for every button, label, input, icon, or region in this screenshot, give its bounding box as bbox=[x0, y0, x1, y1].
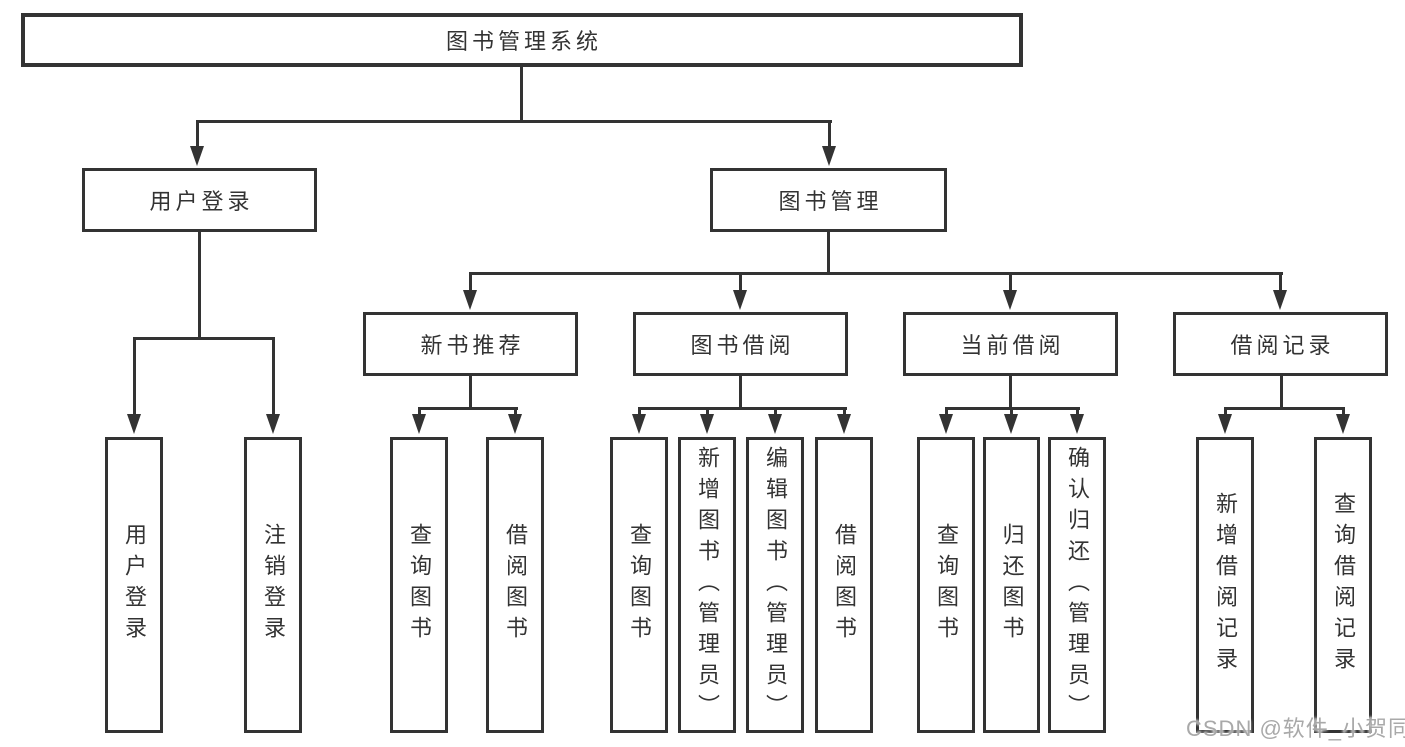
leaf-user-login: 用户登录 bbox=[105, 437, 163, 733]
leaf-confirm-return-admin: 确认归还（管理员） bbox=[1048, 437, 1106, 733]
leaf-add-book-admin-label: 新增图书（管理员） bbox=[695, 445, 720, 725]
node-root-label: 图书管理系统 bbox=[445, 29, 602, 54]
arrowhead-leaf bbox=[837, 414, 851, 434]
node-book-management: 图书管理 bbox=[710, 168, 947, 232]
node-book-borrow-label: 图书借阅 bbox=[690, 333, 795, 358]
connector-root-stub bbox=[520, 67, 523, 120]
connector-to-leaf bbox=[706, 407, 709, 416]
connector-to-leaf bbox=[1076, 407, 1079, 416]
node-new-book-recommend: 新书推荐 bbox=[363, 312, 578, 376]
arrowhead-leaf bbox=[1218, 414, 1232, 434]
leaf-confirm-return-admin-label: 确认归还（管理员） bbox=[1065, 445, 1090, 725]
leaf-user-login-label: 用户登录 bbox=[122, 523, 147, 647]
arrowhead-leaf bbox=[1336, 414, 1350, 434]
connector-user-login-split bbox=[133, 337, 275, 340]
arrowhead-leaf bbox=[939, 414, 953, 434]
leaf-edit-book-admin: 编辑图书（管理员） bbox=[746, 437, 804, 733]
connector-to-leaf-login bbox=[133, 337, 136, 416]
connector-new-books-stub bbox=[469, 376, 472, 409]
leaf-query-books-borrow: 查询图书 bbox=[610, 437, 668, 733]
connector-to-user-login bbox=[196, 120, 199, 148]
connector-to-leaf bbox=[514, 407, 517, 416]
leaf-borrow-books-recommend: 借阅图书 bbox=[486, 437, 544, 733]
connector-borrow-records-stub bbox=[1280, 376, 1283, 409]
node-current-borrow-label: 当前借阅 bbox=[960, 333, 1065, 358]
arrowhead-leaf-logout bbox=[266, 414, 280, 434]
connector-to-leaf bbox=[638, 407, 641, 416]
arrowhead-leaf bbox=[412, 414, 426, 434]
arrowhead-current-borrow bbox=[1003, 290, 1017, 310]
connector-to-leaf bbox=[843, 407, 846, 416]
leaf-query-books-current-label: 查询图书 bbox=[934, 523, 959, 647]
connector-to-leaf bbox=[1342, 407, 1345, 416]
leaf-add-book-admin: 新增图书（管理员） bbox=[678, 437, 736, 733]
connector-to-book-management bbox=[828, 120, 831, 148]
leaf-query-books-current: 查询图书 bbox=[917, 437, 975, 733]
connector-to-borrow-records bbox=[1279, 272, 1282, 292]
connector-book-management-split bbox=[469, 272, 1283, 275]
arrowhead-leaf bbox=[1004, 414, 1018, 434]
leaf-add-borrow-record: 新增借阅记录 bbox=[1196, 437, 1254, 733]
connector-to-current-borrow bbox=[1009, 272, 1012, 292]
connector-book-borrow-stub bbox=[739, 376, 742, 409]
connector-book-borrow-split bbox=[638, 407, 847, 410]
connector-to-leaf-logout bbox=[272, 337, 275, 416]
node-borrow-records: 借阅记录 bbox=[1173, 312, 1388, 376]
arrowhead-leaf-login bbox=[127, 414, 141, 434]
csdn-watermark: CSDN @软件_小贺同学 bbox=[1186, 716, 1405, 741]
connector-to-new-books bbox=[469, 272, 472, 292]
node-user-login: 用户登录 bbox=[82, 168, 317, 232]
node-current-borrow: 当前借阅 bbox=[903, 312, 1118, 376]
node-new-book-recommend-label: 新书推荐 bbox=[420, 333, 525, 358]
connector-book-management-stub bbox=[827, 232, 830, 275]
arrowhead-user-login bbox=[190, 146, 204, 166]
leaf-return-book: 归还图书 bbox=[983, 437, 1040, 733]
leaf-borrow-books-label: 借阅图书 bbox=[832, 523, 857, 647]
arrowhead-leaf bbox=[768, 414, 782, 434]
connector-root-split bbox=[196, 120, 832, 123]
connector-to-book-borrow bbox=[739, 272, 742, 292]
node-user-login-label: 用户登录 bbox=[149, 189, 254, 214]
leaf-return-book-label: 归还图书 bbox=[999, 523, 1025, 647]
leaf-logout: 注销登录 bbox=[244, 437, 302, 733]
leaf-query-books-recommend-label: 查询图书 bbox=[407, 523, 432, 647]
arrowhead-borrow-records bbox=[1273, 290, 1287, 310]
arrowhead-leaf bbox=[700, 414, 714, 434]
leaf-edit-book-admin-label: 编辑图书（管理员） bbox=[763, 445, 788, 725]
connector-to-leaf bbox=[1224, 407, 1227, 416]
leaf-query-books-borrow-label: 查询图书 bbox=[627, 523, 652, 647]
leaf-logout-label: 注销登录 bbox=[261, 523, 286, 647]
arrowhead-book-management bbox=[822, 146, 836, 166]
connector-to-leaf bbox=[1010, 407, 1013, 416]
node-borrow-records-label: 借阅记录 bbox=[1230, 333, 1335, 358]
node-book-borrow: 图书借阅 bbox=[633, 312, 848, 376]
connector-current-borrow-stub bbox=[1009, 376, 1012, 409]
connector-user-login-stub bbox=[198, 232, 201, 338]
arrowhead-leaf bbox=[632, 414, 646, 434]
leaf-query-borrow-record: 查询借阅记录 bbox=[1314, 437, 1372, 733]
connector-to-leaf bbox=[774, 407, 777, 416]
arrowhead-leaf bbox=[1070, 414, 1084, 434]
leaf-borrow-books-recommend-label: 借阅图书 bbox=[503, 523, 528, 647]
leaf-query-borrow-record-label: 查询借阅记录 bbox=[1331, 492, 1356, 678]
connector-borrow-records-split bbox=[1224, 407, 1345, 410]
arrowhead-new-books bbox=[463, 290, 477, 310]
leaf-borrow-books: 借阅图书 bbox=[815, 437, 873, 733]
connector-new-books-split bbox=[418, 407, 518, 410]
node-root: 图书管理系统 bbox=[21, 13, 1023, 67]
leaf-add-borrow-record-label: 新增借阅记录 bbox=[1213, 492, 1238, 678]
leaf-query-books-recommend: 查询图书 bbox=[390, 437, 448, 733]
node-book-management-label: 图书管理 bbox=[778, 189, 883, 214]
connector-to-leaf bbox=[945, 407, 948, 416]
connector-to-leaf bbox=[418, 407, 421, 416]
arrowhead-leaf bbox=[508, 414, 522, 434]
arrowhead-book-borrow bbox=[733, 290, 747, 310]
